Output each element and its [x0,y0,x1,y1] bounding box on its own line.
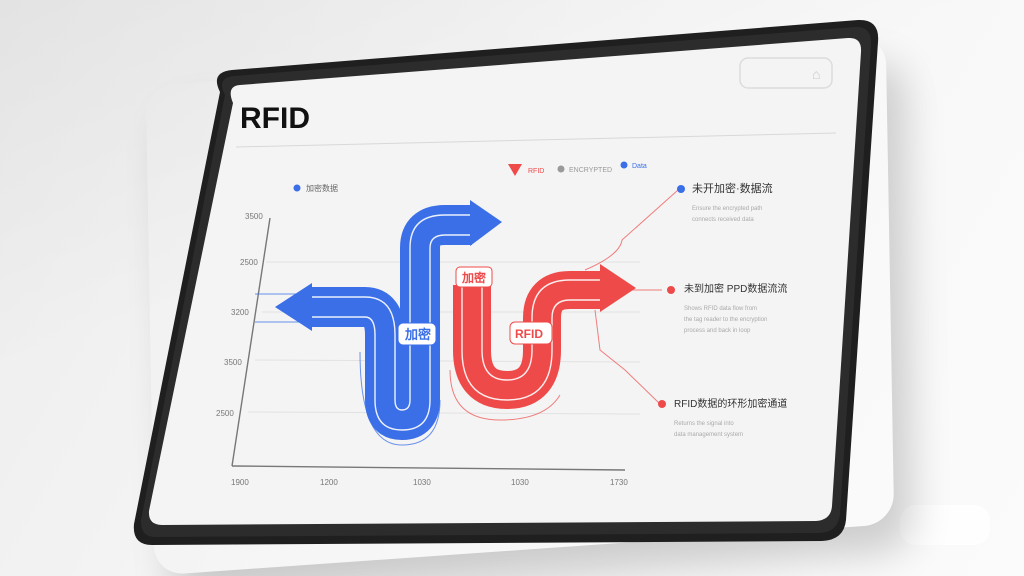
callout-line: the tag reader to the encryption [684,317,767,323]
header-divider [235,132,837,148]
y-tick-label: 3500 [245,212,263,221]
y-tick-label: 2500 [240,258,258,267]
legend-left-label: 加密数据 [306,183,338,193]
callout-line: data management system [674,432,743,438]
y-axis [231,217,271,467]
blue-dot-icon [620,161,628,169]
legend-item-data: Data [632,163,647,170]
callout-3: RFID数据的环形加密通道 Returns the signal into da… [658,397,787,438]
blue-flow-tag: 加密 [397,322,437,346]
y-tick-label: 2500 [216,409,234,418]
callout-1: 未开加密·数据流 Ensure the encrypted path conne… [677,181,773,223]
red-flow-tag-top: 加密 [455,266,493,288]
tablet-screen [148,37,862,525]
blue-flow-tag-text: 加密 [404,327,431,342]
x-tick-label: 1200 [320,478,338,487]
legend-left-dot [293,184,301,192]
reflection-glow [900,505,990,545]
legend-top: RFID ENCRYPTED Data [508,161,647,176]
blue-arrow-left-icon [275,283,312,331]
x-axis [231,465,626,471]
x-tick-label: 1900 [231,478,249,487]
blue-flow-path [312,205,472,440]
callout-dot [677,185,685,193]
callout-title: RFID数据的环形加密通道 [674,397,787,410]
red-arrow-right-icon [600,264,636,312]
blue-arrow-right-icon [470,200,502,246]
x-tick-label: 1730 [610,478,628,487]
triangle-down-icon [508,164,522,176]
gray-dot-icon [557,165,565,173]
callout-line: connects received data [692,217,754,223]
callout-line: process and back in loop [684,328,751,334]
red-flow-tag-top-text: 加密 [461,270,486,285]
red-guide-lines [449,189,679,421]
header-search-box[interactable] [739,57,833,89]
callout-title: 未到加密 PPD数据流流 [684,282,787,295]
x-tick-label: 1030 [413,478,431,487]
callout-dot [658,400,666,408]
callout-2: 未到加密 PPD数据流流 Shows RFID data flow from t… [667,282,787,334]
red-flow-tag: RFID [509,321,553,345]
callout-title: 未开加密·数据流 [692,181,773,195]
callout-dot [667,286,675,294]
legend-item-rfid: RFID [528,168,544,175]
callout-line: Ensure the encrypted path [692,206,762,212]
callout-line: Returns the signal into [674,421,734,427]
legend-item-encrypted: ENCRYPTED [569,167,612,174]
page-title: RFID [240,102,310,135]
callout-line: Shows RFID data flow from [684,306,757,312]
x-tick-label: 1030 [511,478,529,487]
red-flow-tag-text: RFID [515,327,543,341]
red-flow-path [453,271,602,409]
y-tick-label: 3200 [231,308,249,317]
header-icon[interactable]: ⌂ [812,66,820,82]
y-tick-label: 3500 [224,358,242,367]
